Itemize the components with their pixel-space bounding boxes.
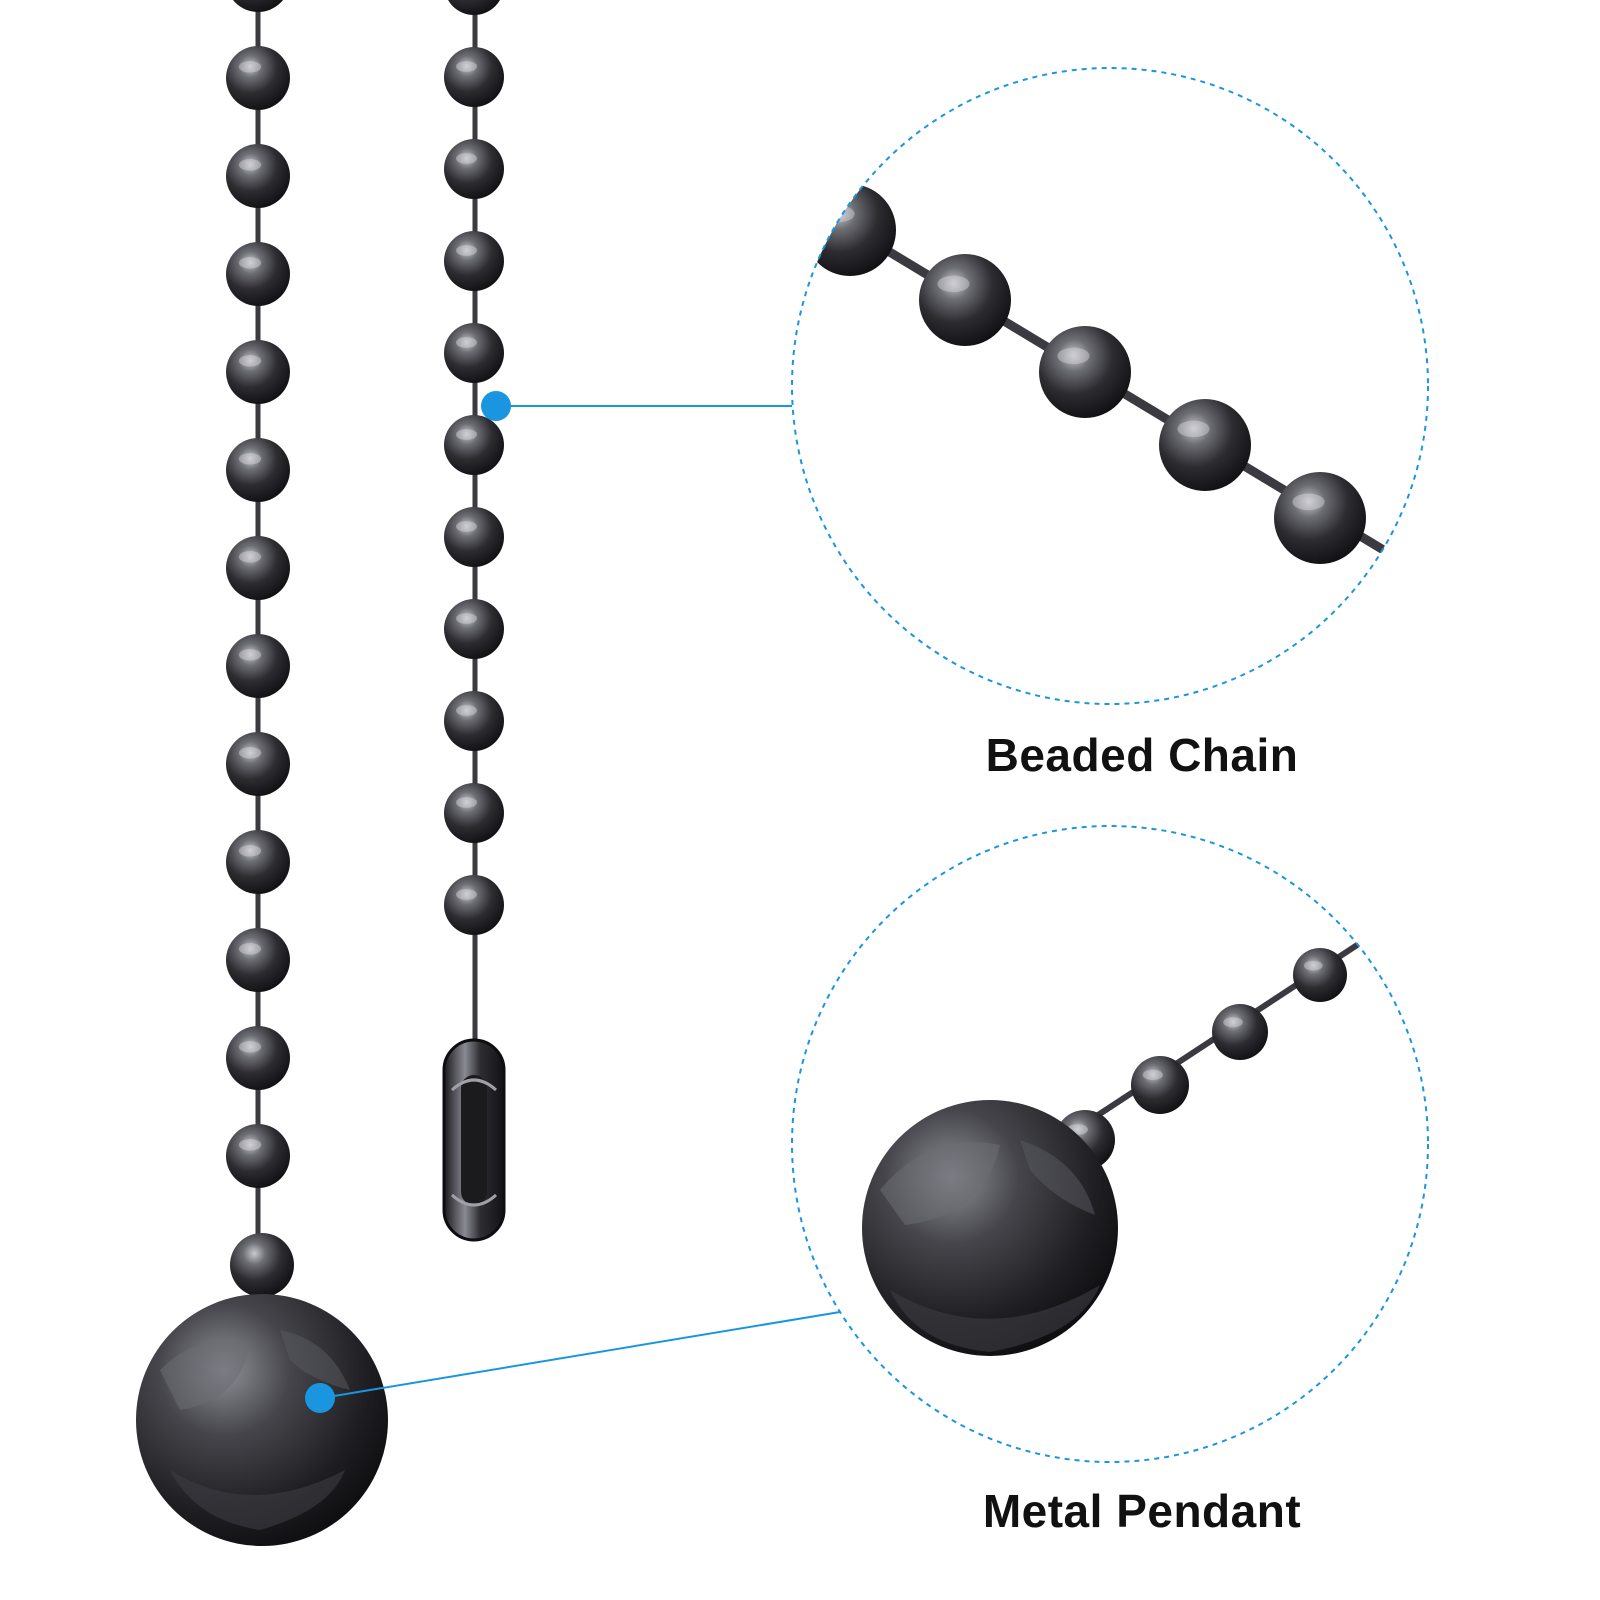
- chain-right: [444, 0, 504, 1060]
- bead-highlight: [456, 337, 477, 348]
- chain-bead: [226, 928, 290, 992]
- bead-highlight: [238, 1041, 262, 1053]
- bead-highlight: [1223, 1017, 1243, 1028]
- chain-bead: [226, 536, 290, 600]
- chain-bead: [226, 1124, 290, 1188]
- chain-bead: [226, 634, 290, 698]
- chain-bead: [444, 415, 504, 475]
- chain-bead: [444, 323, 504, 383]
- label-beaded-chain: Beaded Chain: [985, 729, 1299, 781]
- bead-highlight: [456, 797, 477, 808]
- chain-left: [226, 0, 290, 1240]
- chain-bead: [226, 732, 290, 796]
- chain-bead: [444, 139, 504, 199]
- bead-highlight: [238, 845, 262, 857]
- callout-pendant: [305, 1311, 841, 1413]
- chain-bead: [226, 830, 290, 894]
- bead-highlight: [1292, 493, 1325, 511]
- chain-bead: [919, 254, 1011, 346]
- chain-bead: [1039, 326, 1131, 418]
- bead-highlight: [238, 159, 262, 171]
- bead-highlight: [456, 613, 477, 624]
- chain-bead: [444, 599, 504, 659]
- bead-highlight: [238, 747, 262, 759]
- callout-dot-icon: [305, 1383, 335, 1413]
- chain-bead: [233, 0, 283, 12]
- dashed-circle-icon: [791, 825, 1429, 1463]
- bead-highlight: [238, 551, 262, 563]
- bead-highlight: [238, 1139, 262, 1151]
- chain-bead: [226, 144, 290, 208]
- chain-bead: [1274, 472, 1366, 564]
- bead-highlight: [937, 275, 970, 293]
- bead-highlight: [456, 889, 477, 900]
- chain-bead: [804, 184, 896, 276]
- bead-highlight: [1177, 420, 1210, 438]
- metal-pendant-ball: [136, 1233, 388, 1546]
- chain-bead: [226, 438, 290, 502]
- bead-highlight: [238, 355, 262, 367]
- bead-highlight: [238, 649, 262, 661]
- chain-bead: [226, 242, 290, 306]
- chain-bead: [448, 0, 500, 15]
- chain-bead: [1293, 948, 1347, 1002]
- bead-highlight: [238, 943, 262, 955]
- callout-chain: [481, 391, 792, 421]
- bead-highlight: [238, 257, 262, 269]
- bead-highlight: [456, 153, 477, 164]
- chain-bead: [444, 875, 504, 935]
- bead-highlight: [456, 429, 477, 440]
- bead-highlight: [456, 245, 477, 256]
- bead-highlight: [456, 521, 477, 532]
- chain-bead: [444, 691, 504, 751]
- bead-highlight: [1142, 1069, 1163, 1081]
- chain-bead: [1212, 1004, 1268, 1060]
- bead-highlight: [456, 705, 477, 716]
- dashed-circle-icon: [791, 67, 1429, 705]
- zoom-beaded-chain: [791, 67, 1429, 705]
- label-metal-pendant: Metal Pendant: [982, 1485, 1302, 1537]
- chain-bead: [444, 507, 504, 567]
- chain-bead: [444, 783, 504, 843]
- bead-highlight: [238, 61, 262, 73]
- chain-bead: [226, 46, 290, 110]
- chain-bead: [1159, 399, 1251, 491]
- chain-bead: [444, 231, 504, 291]
- zoom-metal-pendant: [791, 825, 1429, 1463]
- bead-highlight: [456, 61, 477, 72]
- chain-bead: [1131, 1056, 1189, 1114]
- bead-highlight: [238, 453, 262, 465]
- bead-highlight: [1303, 960, 1323, 971]
- callout-dot-icon: [481, 391, 511, 421]
- bead-highlight: [1057, 347, 1090, 365]
- chain-bead: [444, 47, 504, 107]
- chain-bead: [226, 340, 290, 404]
- chain-clasp: [442, 1038, 506, 1242]
- chain-bead: [226, 1026, 290, 1090]
